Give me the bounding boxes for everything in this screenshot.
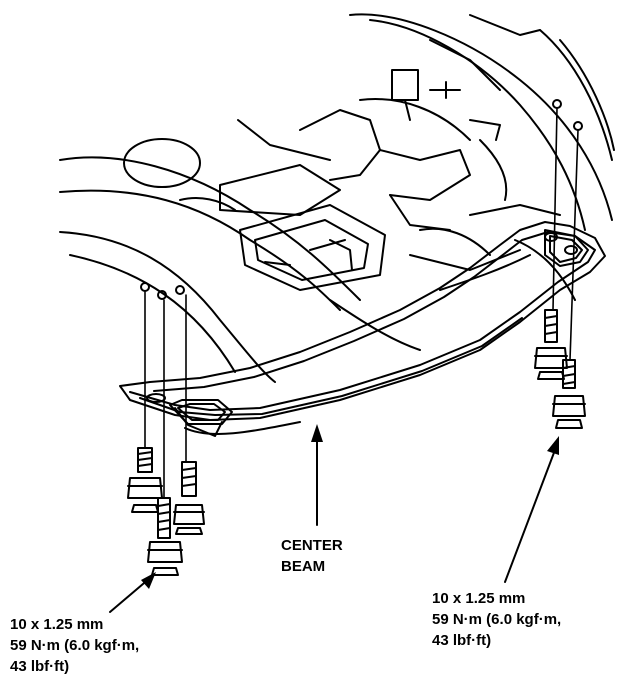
arrow-head-left-bolt	[141, 572, 156, 589]
center-beam-label-line2: BEAM	[281, 558, 326, 575]
bolt-spec-right-torque: 59 N·m (6.0 kgf·m,	[432, 611, 562, 628]
arrow-heads	[141, 424, 559, 589]
center-beam-label-line1: CENTER	[281, 537, 343, 554]
bolt-spec-right-torque-imperial: 43 lbf·ft)	[432, 632, 492, 649]
center-beam	[119, 221, 606, 437]
bolt-spec-left-size: 10 x 1.25 mm	[10, 616, 104, 633]
bolt-spec-right-size: 10 x 1.25 mm	[432, 590, 526, 607]
bolt-spec-left-torque: 59 N·m (6.0 kgf·m,	[10, 637, 140, 654]
bolt-axis-lines	[144, 107, 579, 499]
bolt-spec-right: 10 x 1.25 mm 59 N·m (6.0 kgf·m, 43 lbf·f…	[432, 588, 561, 651]
center-beam-label: CENTER BEAM	[281, 535, 343, 577]
vehicle-underbody	[59, 13, 615, 383]
bolt-left-3	[173, 461, 205, 535]
bolt-spec-left: 10 x 1.25 mm 59 N·m (6.0 kgf·m, 43 lbf·f…	[10, 614, 139, 677]
left-bolt-group	[127, 447, 205, 576]
bolt-left-1	[127, 447, 163, 513]
arrow-head-center-beam	[311, 424, 323, 442]
right-bolt-group	[534, 309, 586, 429]
arrow-head-right-bolt	[547, 436, 559, 455]
bolt-right-2	[552, 359, 586, 429]
bolt-left-2	[147, 497, 183, 576]
access-hole	[123, 138, 201, 188]
leader-arrows	[109, 439, 556, 613]
bolt-spec-left-torque-imperial: 43 lbf·ft)	[10, 658, 70, 675]
